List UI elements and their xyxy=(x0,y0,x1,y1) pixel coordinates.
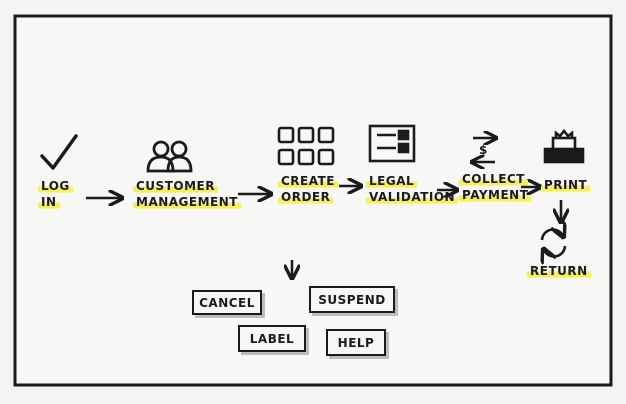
help-option: HELP xyxy=(326,329,386,356)
step-payment-label: COLLECT PAYMENT xyxy=(459,171,532,203)
printer-icon xyxy=(543,128,585,164)
step-return-label: RETURN xyxy=(527,263,591,279)
label-option: LABEL xyxy=(238,325,306,352)
cancel-option: CANCEL xyxy=(192,290,262,315)
step-print-label: PRINT xyxy=(541,177,591,193)
checklist-icon xyxy=(368,124,416,163)
step-login-label: LOG IN xyxy=(38,178,73,210)
people-icon xyxy=(146,140,193,173)
checkmark-icon xyxy=(40,134,78,170)
step-customer-label: CUSTOMER MANAGEMENT xyxy=(133,178,241,210)
dollar-symbol: $ xyxy=(479,143,488,157)
step-order-label: CREATE ORDER xyxy=(278,173,338,205)
refresh-icon xyxy=(542,230,565,257)
suspend-option: SUSPEND xyxy=(309,286,395,313)
exchange-icon xyxy=(473,138,495,162)
grid-icon xyxy=(277,126,335,166)
step-legal-label: LEGAL VALIDATION xyxy=(366,173,459,205)
